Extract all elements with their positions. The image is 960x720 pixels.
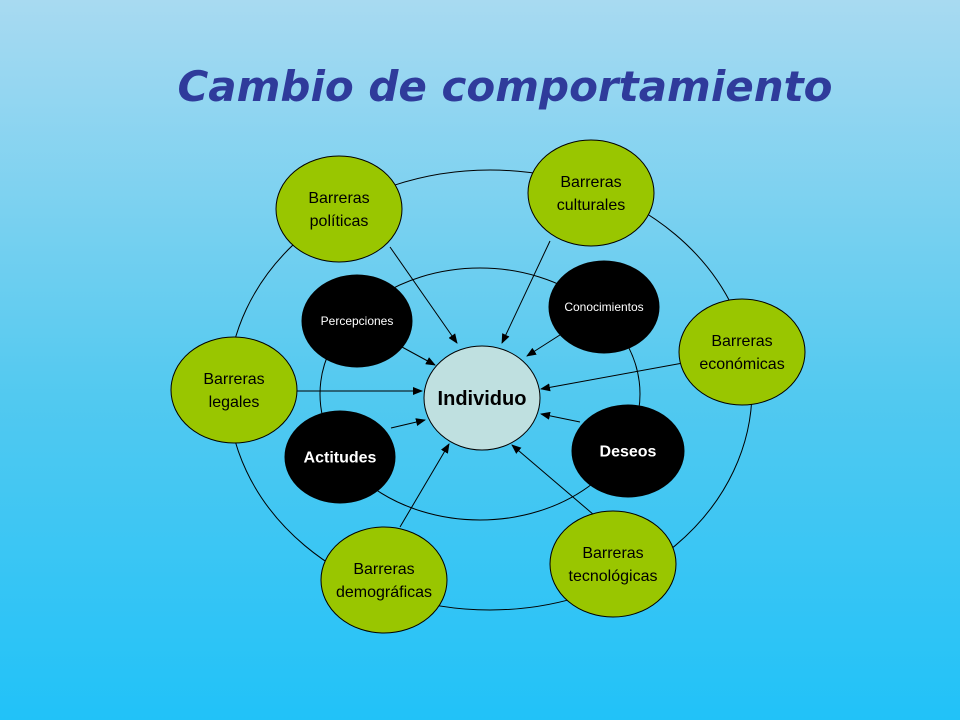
- factor-ellipse: [571, 404, 685, 498]
- barrier-label: culturales: [557, 197, 625, 214]
- arrows: [297, 240, 684, 528]
- influence-arrow: [526, 332, 564, 357]
- barrier-label: Barreras: [353, 561, 414, 578]
- factor-ellipse: [548, 260, 660, 354]
- influence-arrow: [511, 444, 595, 516]
- factor-deseos: Deseos: [571, 404, 685, 498]
- center-individuo: Individuo: [423, 345, 541, 451]
- factor-label: Conocimientos: [564, 300, 643, 314]
- influence-arrow: [389, 246, 458, 344]
- barrier-ellipse: [170, 336, 298, 444]
- barrier-politicas: Barreras políticas: [275, 155, 403, 263]
- factor-label: Actitudes: [304, 450, 377, 467]
- nodes: BarreraspolíticasBarrerasculturalesBarre…: [170, 139, 806, 634]
- inner-ring: [319, 267, 641, 521]
- factor-conocimientos: Conocimientos: [548, 260, 660, 354]
- barrier-label: tecnológicas: [569, 568, 658, 585]
- barrier-label: Barreras: [582, 545, 643, 562]
- influence-arrow: [540, 362, 684, 392]
- barrier-label: Barreras: [711, 333, 772, 350]
- barrier-label: Barreras: [308, 190, 369, 207]
- barrier-label: económicas: [699, 356, 784, 373]
- influence-arrow: [401, 346, 436, 366]
- factor-ellipse: [284, 410, 396, 504]
- barrier-legales: Barreras legales: [170, 336, 298, 444]
- barrier-ellipse: [527, 139, 655, 247]
- factor-label: Percepciones: [321, 314, 394, 328]
- barrier-tecnologicas: Barreras tecnológicas: [549, 510, 677, 618]
- barrier-demograficas: Barreras demográficas: [320, 526, 448, 634]
- influence-arrow: [540, 411, 581, 423]
- barrier-label: demográficas: [336, 584, 432, 601]
- barrier-label: Barreras: [560, 174, 621, 191]
- factor-actitudes: Actitudes: [284, 410, 396, 504]
- barrier-ellipse: [275, 155, 403, 263]
- barrier-label: políticas: [310, 213, 369, 230]
- barrier-ellipse: [678, 298, 806, 406]
- influence-arrow: [501, 240, 551, 344]
- barrier-culturales: Barreras culturales: [527, 139, 655, 247]
- center-label: Individuo: [438, 388, 527, 410]
- influence-arrow: [399, 443, 450, 528]
- center-ellipse: [423, 345, 541, 451]
- barrier-label: Barreras: [203, 371, 264, 388]
- barrier-label: legales: [209, 394, 260, 411]
- factor-ellipse: [301, 274, 413, 368]
- barrier-economicas: Barreras económicas: [678, 298, 806, 406]
- barrier-ellipse: [320, 526, 448, 634]
- page-title: Cambio de comportamiento: [177, 62, 833, 111]
- influence-arrow: [390, 418, 426, 429]
- barrier-ellipse: [549, 510, 677, 618]
- factor-percepciones: Percepciones: [301, 274, 413, 368]
- factor-label: Deseos: [600, 444, 657, 461]
